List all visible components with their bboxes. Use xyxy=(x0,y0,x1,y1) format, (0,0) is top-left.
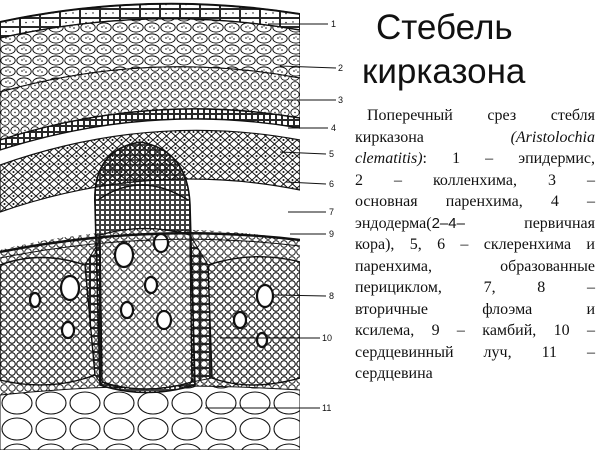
caption-line: ксилема, 9 – камбий, 10 – xyxy=(355,322,595,339)
label-4: 4 xyxy=(331,123,336,133)
label-11: 11 xyxy=(322,403,331,413)
caption-line: Поперечный срез стебля xyxy=(367,107,595,124)
label-7: 7 xyxy=(329,207,334,217)
stem-cross-section-figure: 1 2 3 4 5 6 7 9 8 10 11 xyxy=(0,2,343,450)
xylem-vessels xyxy=(28,232,275,349)
caption: Поперечный срез стебля кирказона (Aristo… xyxy=(355,105,595,385)
caption-line: сердцевина xyxy=(355,365,433,382)
title-line-2: кирказона xyxy=(362,52,526,91)
latin-species: clematitis) xyxy=(355,150,423,167)
label-6: 6 xyxy=(329,179,334,189)
caption-line: кора), 5, 6 – склеренхима и xyxy=(355,236,595,253)
label-1: 1 xyxy=(331,19,336,29)
caption-line: основная паренхима, 4 – xyxy=(355,193,595,210)
caption-line: 2 – колленхима, 3 – xyxy=(355,171,595,189)
label-3: 3 xyxy=(338,95,343,105)
medullary-ray-left xyxy=(84,238,103,387)
title-line-1: Стебель xyxy=(376,8,513,47)
label-10: 10 xyxy=(322,333,332,343)
cambium-line xyxy=(0,232,300,254)
caption-line: паренхима, образованные xyxy=(355,257,595,275)
leader-lines xyxy=(205,23,337,409)
label-9: 9 xyxy=(329,229,334,239)
slide-title: Стебель кирказона xyxy=(362,6,594,94)
medullary-ray-right xyxy=(189,233,213,383)
label-2: 2 xyxy=(338,63,343,73)
caption-line: перициклом, 7, 8 – xyxy=(355,279,595,296)
sclerenchyma-band xyxy=(0,129,300,213)
vascular-bundle-left xyxy=(0,256,96,386)
vascular-bundle-right xyxy=(207,256,300,386)
label-5: 5 xyxy=(329,149,334,159)
caption-line: clematitis): 1 – эпидермис, xyxy=(355,150,595,167)
caption-line: эндодерма(2–4– первичная xyxy=(355,214,595,232)
label-8: 8 xyxy=(329,291,334,301)
latin-genus: (Aristolochia xyxy=(510,128,595,146)
caption-line: кирказона (Aristolochia xyxy=(355,128,595,146)
caption-line: сердцевинный луч, 11 – xyxy=(355,343,595,361)
caption-line: вторичные флоэма и xyxy=(355,300,595,318)
